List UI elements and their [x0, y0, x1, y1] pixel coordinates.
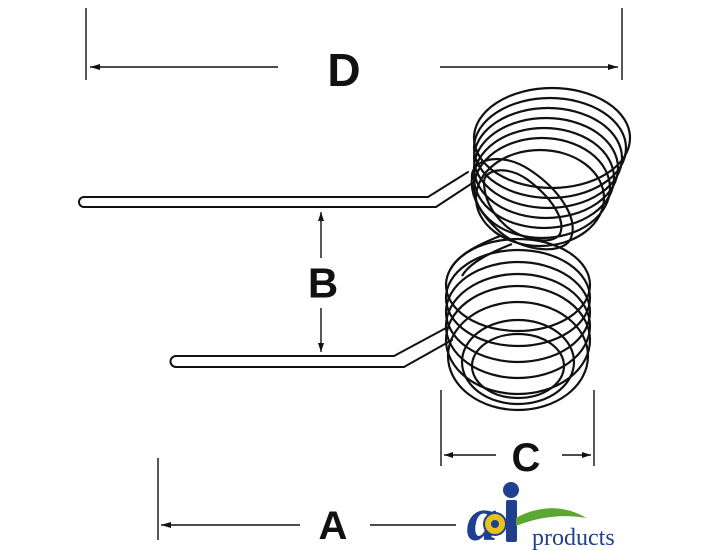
upper-coil: [470, 86, 632, 251]
logo-letter-i-dot: [503, 482, 519, 498]
arrowhead-b-top: [318, 212, 324, 221]
logo-letter-i: [506, 500, 517, 542]
label-d: D: [327, 44, 360, 96]
dimension-c: C: [440, 390, 595, 480]
arrowhead-c-right: [582, 452, 591, 458]
label-c: C: [512, 436, 541, 480]
logo-word-products: products: [532, 525, 615, 550]
lower-leg-bottom-edge: [175, 339, 453, 368]
lower-leg-top-edge: [175, 327, 447, 357]
lower-leg-tip: [169, 355, 177, 368]
dimension-d: D: [85, 8, 623, 96]
label-b: B: [308, 260, 338, 307]
arrowhead-d-right: [608, 64, 618, 70]
label-a: A: [319, 504, 348, 548]
brand-logo: a products: [456, 482, 630, 550]
upper-tine-leg: [78, 171, 475, 208]
dimension-b: B: [308, 212, 338, 352]
dimension-a: A: [157, 458, 591, 548]
gear-hub-icon: [491, 520, 499, 528]
upper-leg-bottom-edge: [83, 181, 475, 208]
leaf-swoosh-icon: [516, 508, 586, 526]
upper-leg-top-edge: [83, 171, 469, 198]
arrowhead-b-bottom: [318, 343, 324, 352]
arrowhead-d-left: [90, 64, 100, 70]
arrowhead-c-left: [444, 452, 453, 458]
arrowhead-a-left: [161, 522, 171, 528]
lower-coil: [444, 234, 592, 412]
lower-tine-leg: [169, 327, 453, 368]
upper-leg-tip: [78, 196, 85, 208]
